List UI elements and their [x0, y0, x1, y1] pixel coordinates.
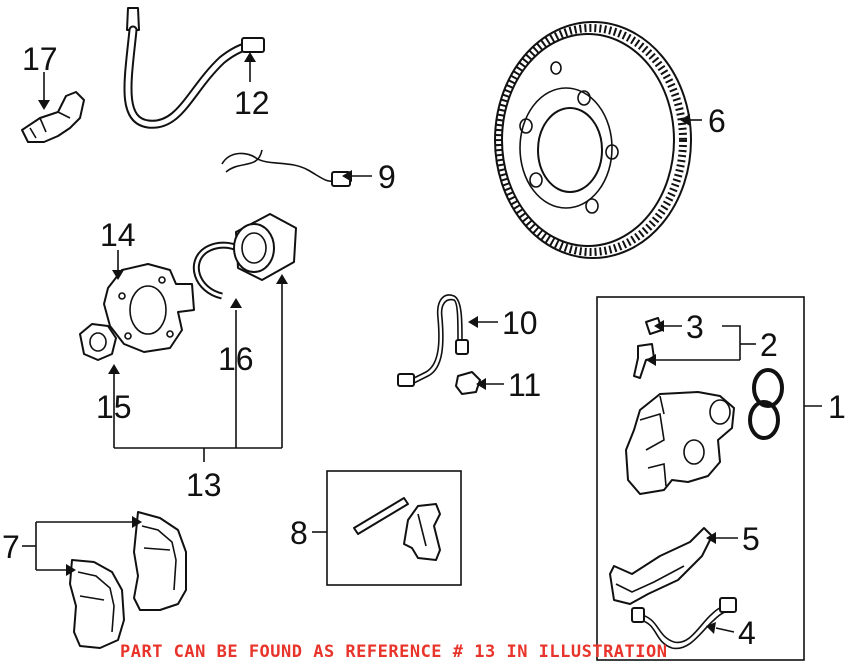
part-14-hub-flange: 14 — [100, 217, 195, 353]
part-3-bleeder-screw: 3 — [645, 309, 704, 345]
callout-5: 5 — [742, 521, 760, 557]
callout-9: 9 — [378, 159, 396, 195]
callout-3: 3 — [686, 309, 704, 345]
part-8-hardware-kit: 8 — [290, 470, 462, 586]
part-7-brake-pads: 7 — [2, 511, 187, 649]
reference-note: PART CAN BE FOUND AS REFERENCE # 13 IN I… — [120, 642, 667, 662]
callout-6: 6 — [708, 103, 726, 139]
callout-16: 16 — [218, 341, 254, 377]
callout-13: 13 — [186, 467, 222, 503]
part-11-line-clip: 11 — [455, 367, 541, 403]
callout-17: 17 — [22, 41, 58, 77]
callout-10: 10 — [502, 305, 538, 341]
part-2-caliper-bolt: 2 — [633, 325, 778, 379]
part-13-wheel-bearing: 13 — [114, 213, 297, 503]
part-16-snap-ring: 16 — [192, 241, 254, 448]
caliper-body — [625, 391, 735, 495]
part-5-caliper-bracket: 5 — [609, 521, 760, 605]
callout-2: 2 — [760, 327, 778, 363]
callout-14: 14 — [100, 217, 136, 253]
callout-1: 1 — [828, 389, 846, 425]
callout-15: 15 — [96, 389, 132, 425]
callout-4: 4 — [738, 615, 756, 651]
part-4-brake-line: 4 — [631, 597, 756, 651]
callout-11: 11 — [508, 367, 541, 403]
callout-12: 12 — [234, 85, 270, 121]
callout-8: 8 — [290, 515, 308, 551]
part-1-caliper-box: 1 3 2 — [596, 296, 846, 661]
callout-7: 7 — [2, 529, 20, 565]
part-9-wear-sensor: 9 — [221, 149, 396, 195]
part-10-brake-line: 10 — [397, 294, 538, 387]
part-6-brake-rotor: 6 — [494, 21, 726, 259]
caliper-seals — [748, 368, 784, 440]
part-17-sensor: 17 — [21, 41, 85, 143]
part-12-brake-hose: 12 — [123, 7, 270, 129]
part-15-axle-nut: 15 — [79, 323, 132, 448]
